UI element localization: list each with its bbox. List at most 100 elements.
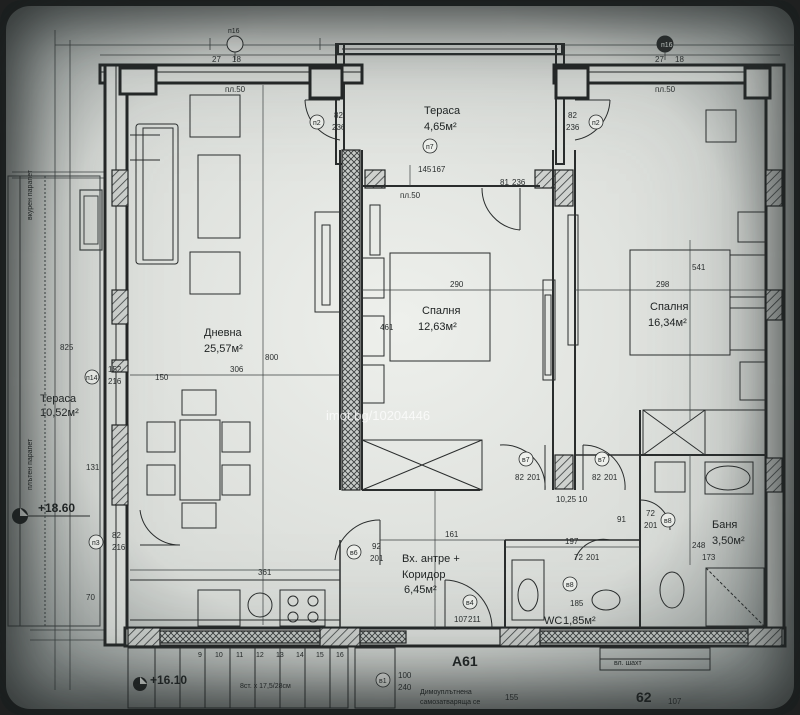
- door-7-width: 82: [515, 473, 524, 482]
- room-dimension-lines: [130, 85, 766, 630]
- door-2-width: 82: [568, 111, 577, 120]
- door-tag-11: в4: [466, 600, 474, 607]
- door-4-height: 216: [108, 377, 122, 386]
- stair-number-13: 13: [276, 652, 284, 659]
- door-2-height: 236: [566, 123, 580, 132]
- door-7-height: 201: [527, 473, 541, 482]
- dim-800: 800: [265, 353, 279, 362]
- left-terrace: [7, 175, 103, 627]
- room-area-bedroom-1: 12,63м²: [418, 321, 457, 333]
- dim-541: 541: [692, 263, 706, 272]
- door-4-width: 152: [108, 365, 122, 374]
- axis-markers: [226, 35, 674, 53]
- dim-70: 70: [86, 593, 95, 602]
- door-tag-12: в1: [379, 678, 387, 685]
- dim-306: 306: [230, 365, 244, 374]
- room-area-terrace-top: 4,65м²: [424, 121, 457, 133]
- stair-number-9: 9: [198, 652, 202, 659]
- level-main: +18.60: [38, 501, 75, 515]
- door-1-width: 82: [334, 111, 343, 120]
- stair-number-12: 12: [256, 652, 264, 659]
- door-3-width: 81: [500, 178, 509, 187]
- room-area-living: 25,57м²: [204, 343, 243, 355]
- door-9-height: 201: [644, 521, 658, 530]
- door-tag-3: п7: [426, 144, 434, 151]
- dim-185: 185: [570, 599, 584, 608]
- watermark: imot.bg/10204446: [326, 408, 430, 423]
- side-label-railing-1: вкурен парапет: [27, 169, 34, 220]
- door-tag-9: в8: [664, 518, 672, 525]
- door-tag-6: в6: [350, 550, 358, 557]
- door-5-width: 82: [112, 531, 121, 540]
- dim-173: 173: [702, 553, 716, 562]
- room-name-terrace-top: Тераса: [424, 105, 461, 117]
- room-name-living: Дневна: [204, 327, 243, 339]
- side-label-railing-2: плътен парапет: [27, 438, 34, 490]
- stair-number-11: 11: [236, 652, 243, 659]
- door-tag-8: в7: [598, 457, 606, 464]
- room-name-bedroom-2: Спалня: [650, 301, 689, 313]
- level-marker-lower: [133, 677, 147, 691]
- shelving: [130, 134, 579, 376]
- stair-number-10: 10: [215, 652, 223, 659]
- level-lower: +16.10: [150, 673, 187, 687]
- dim-825: 825: [60, 343, 74, 352]
- room-name-entrance-line1: Вх. антре +: [402, 553, 460, 565]
- room-name-bath: Баня: [712, 519, 737, 531]
- door-5-height: 216: [112, 543, 126, 552]
- door-note-1: Димоуплътнена: [420, 689, 472, 696]
- door-tag-10: в8: [566, 582, 574, 589]
- floor-mark-left: пл.50: [225, 85, 246, 94]
- door-1-height: 236: [332, 123, 346, 132]
- door-8-height: 201: [604, 473, 618, 482]
- unit-label: A61: [452, 653, 478, 669]
- dim-298: 298: [656, 280, 670, 289]
- door-11-width: 107: [454, 615, 468, 624]
- hatched-walls: [111, 149, 783, 647]
- stair-number-15: 15: [316, 652, 324, 659]
- dim-161: 161: [445, 530, 459, 539]
- room-name-bedroom-1: Спалня: [422, 305, 461, 317]
- door-12-height: 240: [398, 683, 412, 692]
- door-tag-4: п14: [86, 375, 98, 382]
- paper-background: [6, 6, 794, 709]
- dim-27-left: 27: [212, 55, 221, 64]
- door-note-2: самозатваряща се: [420, 699, 480, 706]
- dim-167: 167: [432, 165, 446, 174]
- dim-27-right: 27: [655, 55, 664, 64]
- level-marker-main: [12, 508, 90, 524]
- furniture: [135, 94, 767, 627]
- dim-91: 91: [617, 515, 626, 524]
- dim-150: 150: [155, 373, 169, 382]
- dim-18-right: 18: [675, 55, 684, 64]
- staircase: [127, 647, 711, 709]
- dim-18-left: 18: [232, 55, 241, 64]
- dim-361: 361: [258, 568, 272, 577]
- door-tag-2: п2: [592, 120, 600, 127]
- room-name-entrance-line2: Коридор: [402, 569, 445, 581]
- dim-107: 107: [668, 697, 682, 706]
- door-tag-5: п3: [92, 540, 100, 547]
- stair-number-14: 14: [296, 652, 304, 659]
- room-area-bedroom-2: 16,34м²: [648, 317, 687, 329]
- room-area-entrance: 6,45м²: [404, 584, 437, 596]
- wardrobes: [314, 211, 706, 491]
- room-name-wc: WC: [544, 615, 562, 627]
- dim-131: 131: [86, 463, 100, 472]
- door-12-width: 100: [398, 671, 412, 680]
- corner-columns: [118, 66, 772, 100]
- dim-248: 248: [692, 541, 706, 550]
- room-area-bath: 3,50м²: [712, 535, 745, 547]
- dim-197: 197: [565, 537, 579, 546]
- dim-145: 145: [418, 165, 432, 174]
- floor-mark-middle: пл.50: [400, 191, 421, 200]
- dim-62: 62: [636, 689, 652, 705]
- door-9-width: 72: [646, 509, 655, 518]
- axis-label-right: п16: [661, 42, 673, 49]
- dim-155: 155: [505, 693, 519, 702]
- dim-10-25: 10,25 10: [556, 495, 588, 504]
- door-tags: [84, 114, 676, 688]
- door-8-width: 82: [592, 473, 601, 482]
